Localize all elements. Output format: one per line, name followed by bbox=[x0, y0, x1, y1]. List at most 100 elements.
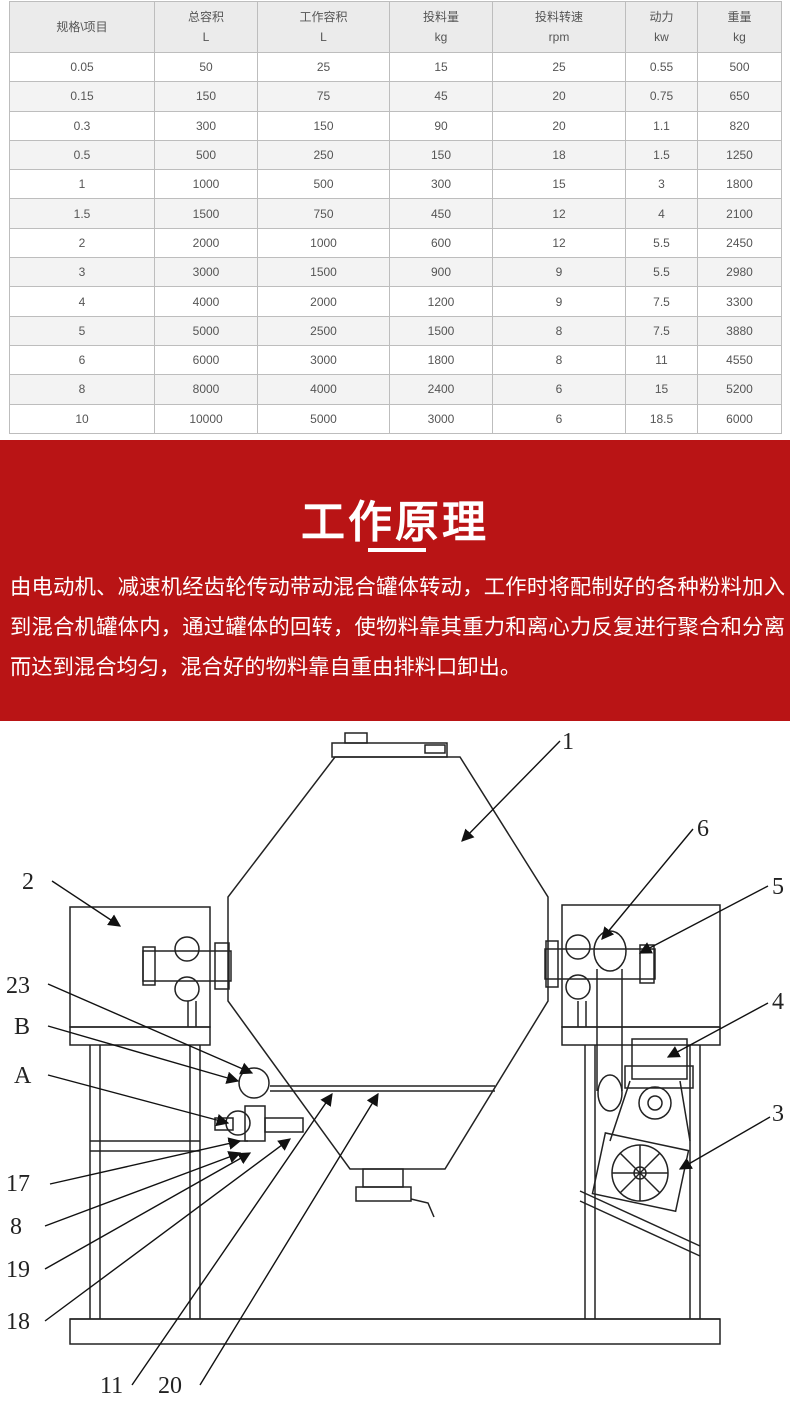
table-cell: 150 bbox=[389, 139, 493, 171]
table-cell: 25 bbox=[257, 51, 390, 83]
column-header: 动力 kw bbox=[625, 1, 698, 53]
label-a: A bbox=[14, 1063, 32, 1089]
table-cell: 900 bbox=[389, 257, 493, 288]
table-cell: 7.5 bbox=[625, 286, 698, 317]
base-frame bbox=[69, 1318, 721, 1345]
table-cell: 300 bbox=[154, 110, 258, 141]
table-cell: 9 bbox=[492, 286, 626, 317]
label-11: 11 bbox=[100, 1373, 123, 1399]
principle-text: 由电动机、减速机经齿轮传动带动混合罐体转动，工作时将配制好的各种粉料加入到混合机… bbox=[10, 575, 785, 680]
discharge-outlet bbox=[355, 1186, 412, 1202]
column-header-name: 动力 bbox=[649, 10, 674, 24]
table-cell: 3300 bbox=[697, 286, 782, 317]
table-cell: 10000 bbox=[154, 403, 258, 434]
table-cell: 3880 bbox=[697, 315, 782, 346]
table-cell: 1800 bbox=[697, 169, 782, 200]
table-cell: 500 bbox=[697, 51, 782, 83]
table-cell: 300 bbox=[389, 169, 493, 200]
table-cell: 8 bbox=[492, 315, 626, 346]
table-cell: 5000 bbox=[257, 403, 390, 434]
column-header-unit: L bbox=[320, 30, 327, 44]
table-cell: 0.05 bbox=[9, 51, 155, 83]
label-4: 4 bbox=[772, 989, 784, 1015]
column-header-unit: kg bbox=[733, 30, 746, 44]
column-header-unit: rpm bbox=[548, 30, 570, 44]
table-cell: 1500 bbox=[154, 198, 258, 229]
table-cell: 500 bbox=[257, 169, 390, 200]
machine-diagram: 1 2 3 4 5 6 23 B A 17 8 19 18 11 20 bbox=[0, 721, 790, 1411]
table-cell: 75 bbox=[257, 81, 390, 112]
label-20: 20 bbox=[158, 1373, 182, 1399]
table-cell: 18 bbox=[492, 139, 626, 171]
table-cell: 5000 bbox=[154, 315, 258, 346]
table-cell: 2980 bbox=[697, 257, 782, 288]
column-header-unit: kw bbox=[654, 30, 669, 44]
mixing-vessel bbox=[227, 756, 549, 1170]
left-stand-table bbox=[69, 1026, 211, 1046]
table-cell: 15 bbox=[389, 51, 493, 83]
table-cell: 4 bbox=[9, 286, 155, 317]
label-5: 5 bbox=[772, 874, 784, 900]
table-cell: 1.5 bbox=[9, 198, 155, 229]
table-cell: 6000 bbox=[154, 344, 258, 376]
label-2: 2 bbox=[22, 869, 34, 895]
table-cell: 12 bbox=[492, 198, 626, 229]
table-cell: 8000 bbox=[154, 374, 258, 405]
table-cell: 5.5 bbox=[625, 257, 698, 288]
column-header-unit: kg bbox=[434, 30, 448, 44]
label-23: 23 bbox=[6, 973, 30, 999]
table-cell: 5 bbox=[9, 315, 155, 346]
table-cell: 4550 bbox=[697, 344, 782, 376]
table-cell: 0.75 bbox=[625, 81, 698, 112]
table-cell: 4 bbox=[625, 198, 698, 229]
valve-circle-b bbox=[238, 1067, 270, 1099]
table-cell: 4000 bbox=[154, 286, 258, 317]
table-cell: 1000 bbox=[154, 169, 258, 200]
table-cell: 3000 bbox=[389, 403, 493, 434]
table-cell: 12 bbox=[492, 227, 626, 259]
column-header-name: 投料量 bbox=[422, 10, 459, 24]
pulley bbox=[593, 930, 627, 972]
table-cell: 600 bbox=[389, 227, 493, 259]
column-header-name: 规格\项目 bbox=[56, 20, 108, 34]
table-cell: 0.3 bbox=[9, 110, 155, 141]
table-cell: 0.5 bbox=[9, 139, 155, 171]
table-cell: 50 bbox=[154, 51, 258, 83]
column-header: 规格\项目 bbox=[9, 1, 155, 53]
table-cell: 10 bbox=[9, 403, 155, 434]
label-1: 1 bbox=[562, 729, 574, 755]
table-cell: 11 bbox=[625, 344, 698, 376]
column-header-name: 投料转速 bbox=[534, 10, 583, 24]
table-cell: 1.5 bbox=[625, 139, 698, 171]
label-8: 8 bbox=[10, 1214, 22, 1240]
table-cell: 820 bbox=[697, 110, 782, 141]
table-cell: 0.55 bbox=[625, 51, 698, 83]
feed-lid bbox=[331, 742, 448, 758]
reducer bbox=[631, 1038, 688, 1080]
table-cell: 15 bbox=[625, 374, 698, 405]
table-cell: 150 bbox=[154, 81, 258, 112]
table-cell: 5200 bbox=[697, 374, 782, 405]
table-cell: 90 bbox=[389, 110, 493, 141]
table-cell: 250 bbox=[257, 139, 390, 171]
table-cell: 2500 bbox=[257, 315, 390, 346]
table-cell: 6 bbox=[9, 344, 155, 376]
table-cell: 7.5 bbox=[625, 315, 698, 346]
table-cell: 8 bbox=[492, 344, 626, 376]
label-3: 3 bbox=[772, 1101, 784, 1127]
column-header: 重量 kg bbox=[697, 1, 782, 53]
table-cell: 18.5 bbox=[625, 403, 698, 434]
table-cell: 3000 bbox=[257, 344, 390, 376]
left-stand-box bbox=[69, 906, 211, 1028]
column-header-name: 重量 bbox=[727, 10, 752, 24]
table-cell: 1500 bbox=[257, 257, 390, 288]
